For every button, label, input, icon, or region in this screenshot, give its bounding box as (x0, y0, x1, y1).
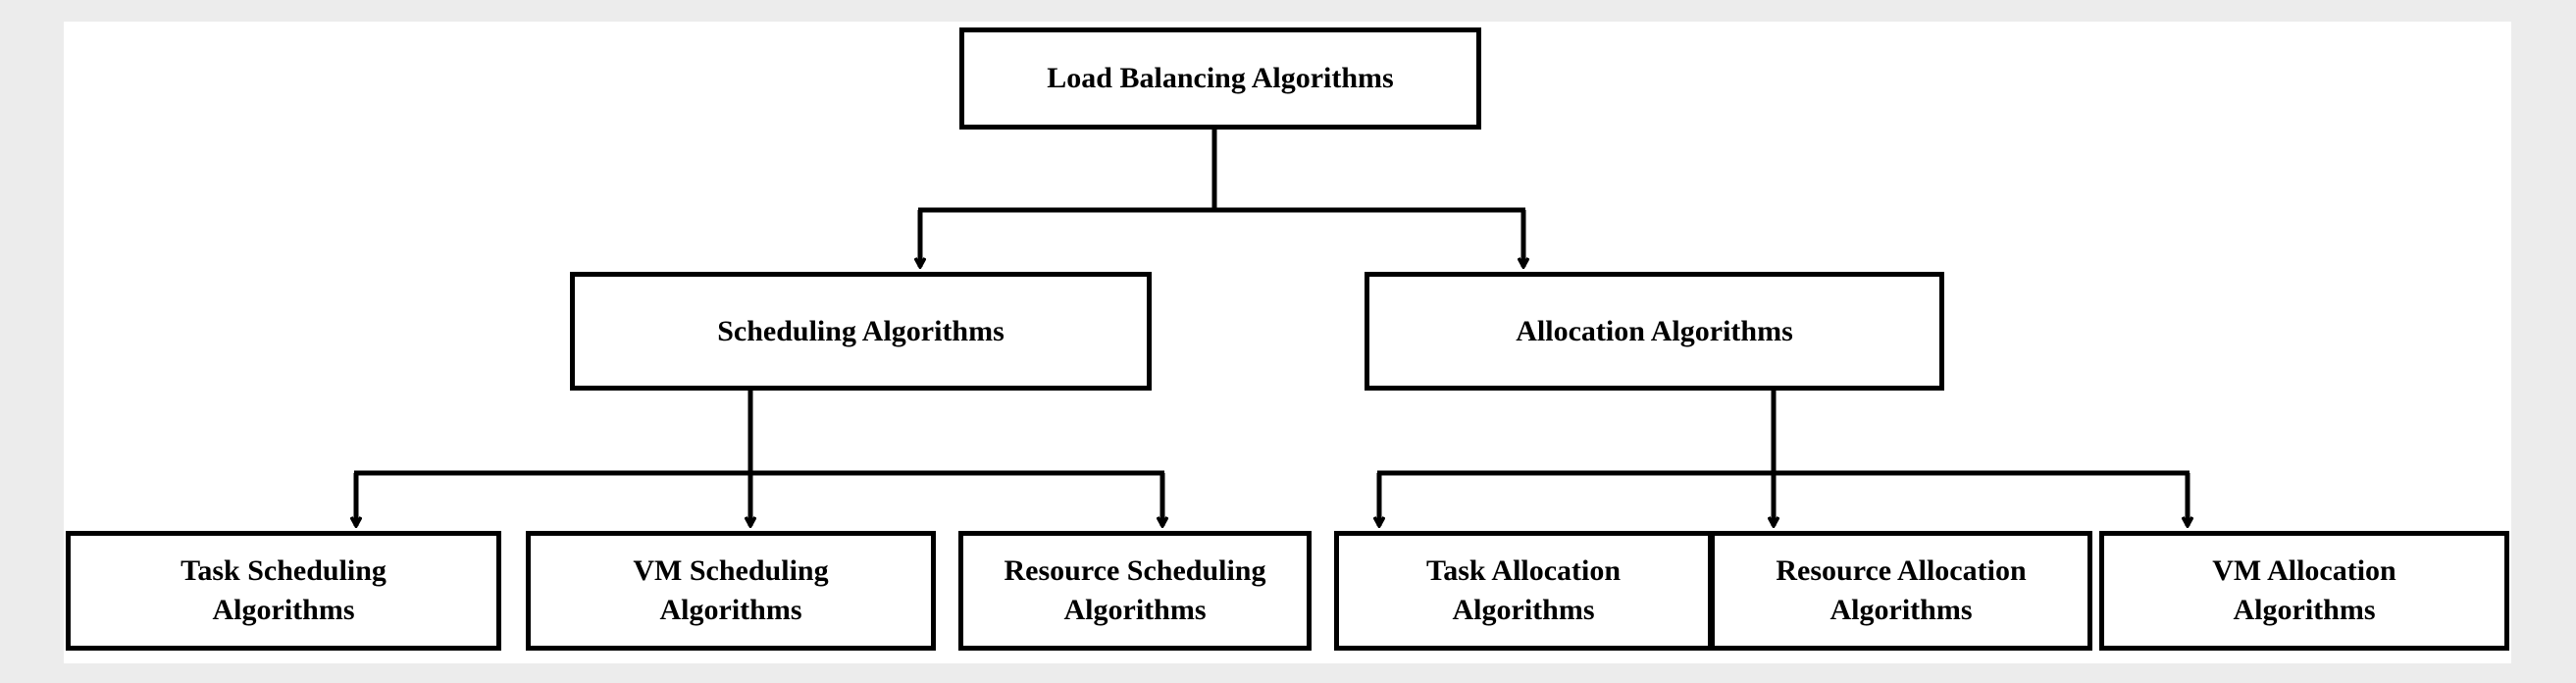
node-allocation-algorithms: Allocation Algorithms (1365, 272, 1944, 391)
node-label: Task Allocation Algorithms (1425, 554, 1622, 626)
node-label: Allocation Algorithms (1516, 314, 1793, 347)
node-task-scheduling-algorithms: Task Scheduling Algorithms (66, 531, 501, 651)
node-label: Task Scheduling Algorithms (180, 554, 386, 626)
node-label: Scheduling Algorithms (717, 314, 1005, 347)
node-load-balancing-algorithms: Load Balancing Algorithms (959, 27, 1481, 130)
node-resource-scheduling-algorithms: Resource Scheduling Algorithms (958, 531, 1312, 651)
node-vm-allocation-algorithms: VM Allocation Algorithms (2099, 531, 2509, 651)
node-label: VM Scheduling Algorithms (633, 554, 829, 626)
node-resource-allocation-algorithms: Resource Allocation Algorithms (1710, 531, 2092, 651)
node-task-allocation-algorithms: Task Allocation Algorithms (1334, 531, 1713, 651)
node-label: VM Allocation Algorithms (2212, 554, 2396, 626)
node-label: Load Balancing Algorithms (1047, 62, 1394, 94)
node-vm-scheduling-algorithms: VM Scheduling Algorithms (526, 531, 936, 651)
node-scheduling-algorithms: Scheduling Algorithms (570, 272, 1152, 391)
node-label: Resource Scheduling Algorithms (1004, 554, 1266, 626)
node-label: Resource Allocation Algorithms (1776, 554, 2027, 626)
